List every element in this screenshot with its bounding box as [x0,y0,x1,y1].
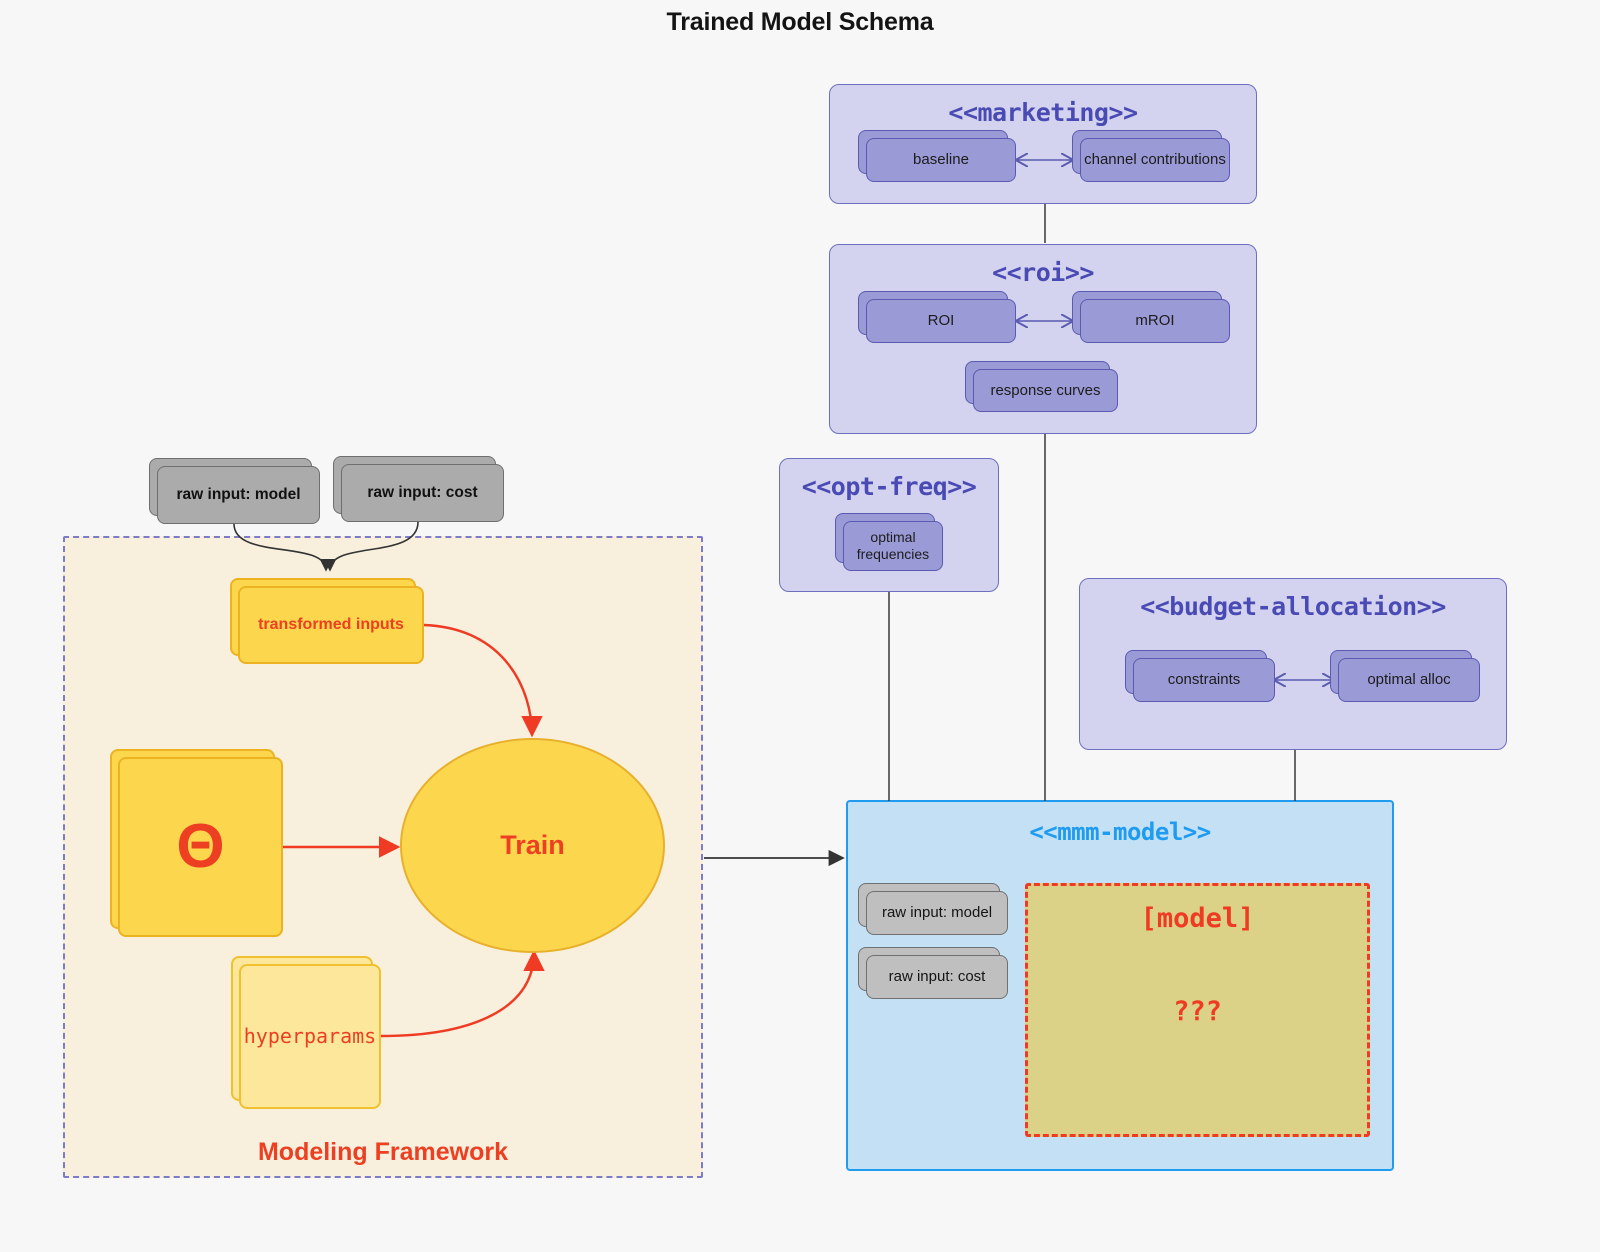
train-process-ellipse[interactable]: Train [400,738,665,953]
node-hyperparams[interactable]: hyperparams [231,956,381,1109]
node-theta[interactable]: Θ [110,749,283,937]
node-label: optimal frequencies [843,521,943,571]
model-panel-body: ??? [1173,996,1222,1027]
node-constraints[interactable]: constraints [1125,650,1275,702]
package-roi-title: <<roi>> [992,258,1094,287]
node-label: raw input: model [866,891,1008,935]
node-optimal-alloc[interactable]: optimal alloc [1330,650,1480,702]
node-label: constraints [1133,658,1275,702]
node-channel-contributions[interactable]: channel contributions [1072,130,1230,182]
theta-icon: Θ [176,812,225,881]
node-label: baseline [866,138,1016,182]
train-label: Train [500,830,565,860]
node-mroi[interactable]: mROI [1072,291,1230,343]
package-budget-allocation-title: <<budget-allocation>> [1140,592,1446,621]
model-panel-title: [model] [1140,903,1255,934]
node-label: ROI [866,299,1016,343]
node-roi[interactable]: ROI [858,291,1016,343]
node-label: optimal alloc [1338,658,1480,702]
package-mmm-model-title: <<mmm-model>> [1029,818,1211,846]
node-label: transformed inputs [238,586,424,664]
package-opt-freq-title: <<opt-freq>> [801,472,977,501]
modeling-framework-label: Modeling Framework [257,1138,509,1166]
node-raw-input-cost[interactable]: raw input: cost [333,456,504,522]
package-marketing-title: <<marketing>> [948,98,1138,127]
node-theta-front: Θ [118,757,283,937]
node-transformed-inputs[interactable]: transformed inputs [230,578,424,664]
node-baseline[interactable]: baseline [858,130,1016,182]
node-mmm-raw-input-model[interactable]: raw input: model [858,883,1008,935]
model-placeholder-panel[interactable]: [model] ??? [1025,883,1370,1137]
node-label: mROI [1080,299,1230,343]
node-label: response curves [973,369,1118,412]
node-label: hyperparams [239,964,381,1109]
node-label: raw input: cost [866,955,1008,999]
node-raw-input-model[interactable]: raw input: model [149,458,320,524]
node-response-curves[interactable]: response curves [965,361,1118,412]
node-optimal-frequencies[interactable]: optimal frequencies [835,513,943,571]
node-label: raw input: model [157,466,320,524]
node-label: channel contributions [1080,138,1230,182]
node-mmm-raw-input-cost[interactable]: raw input: cost [858,947,1008,999]
node-label: raw input: cost [341,464,504,522]
page-title: Trained Model Schema [666,8,934,36]
